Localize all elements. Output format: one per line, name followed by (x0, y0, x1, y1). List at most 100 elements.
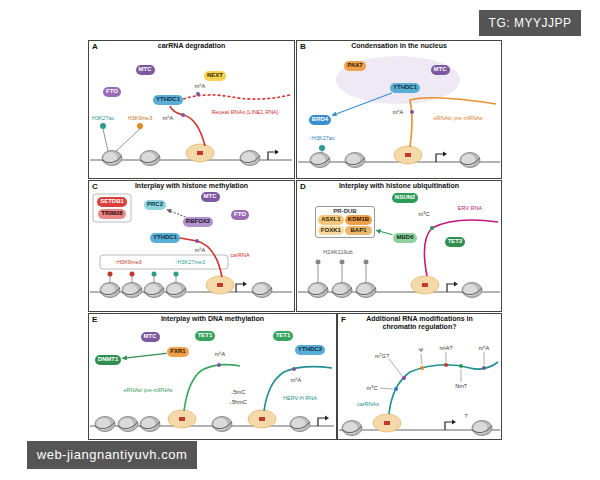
use-shape (373, 414, 401, 432)
label-anchor: m⁶A (392, 109, 405, 116)
use-shape (318, 416, 329, 427)
use-shape (168, 410, 196, 428)
use-shape (445, 420, 456, 431)
annotation-label: Repeat RNAs (LINE1 RNA) (210, 109, 279, 116)
annotation-label: m⁶A (392, 109, 405, 116)
label-anchor: m⁶A (194, 247, 207, 254)
circle-shape (316, 260, 321, 265)
use-shape (118, 417, 138, 432)
panel-frame: FAdditional RNA modifications in chromat… (337, 313, 502, 440)
circle-shape (292, 367, 296, 371)
protein-name: MTC (434, 66, 447, 73)
panel-title: Interplay with histone ubiquitination (310, 182, 498, 190)
use-shape (206, 276, 234, 294)
circle-shape (340, 260, 345, 265)
panel-f-art (339, 352, 500, 436)
panel-heading: CInterplay with histone methylation (89, 181, 294, 192)
use-shape (310, 153, 330, 168)
line-shape (116, 129, 140, 151)
annotation-label: ↑H3K27ac (308, 135, 335, 142)
line-shape (176, 276, 177, 283)
path-shape (180, 238, 222, 277)
path-shape (389, 362, 498, 414)
panel-d-art (298, 220, 500, 298)
use-shape (332, 283, 352, 298)
circle-shape (130, 272, 135, 277)
label-anchor: carRNAs (356, 401, 380, 408)
connector-arrow (122, 353, 166, 358)
watermark: web-jiangnantiyuvh.com (27, 441, 197, 469)
circle-shape (174, 272, 179, 277)
use-shape (95, 417, 115, 432)
annotation-label: ERV RNA (457, 205, 483, 212)
protein-name: MTC (204, 193, 217, 200)
annotation-label: m⁶A (162, 115, 175, 122)
circle-shape (394, 387, 398, 391)
annotation-label: m⁷G? (374, 353, 390, 360)
annotation-label: Nm? (454, 383, 468, 390)
protein-name: YTHDC1 (156, 96, 180, 103)
protein-blob: FTO (231, 210, 249, 219)
line-shape (154, 276, 155, 283)
protein-name: DNMT1 (98, 356, 119, 363)
circle-shape (152, 272, 157, 277)
annotation-label: ? (463, 413, 468, 420)
annotation-label: m⁶A (194, 83, 207, 90)
protein-name: TET2 (448, 238, 463, 245)
protein-blob: TET1 (273, 331, 294, 340)
label-anchor: TG: MYYJJPP (479, 10, 582, 36)
protein-name: NEXT (207, 72, 223, 79)
annotation-label: Ψ (418, 347, 425, 354)
circle-shape (196, 92, 200, 96)
use-shape (345, 153, 365, 168)
circle-shape (319, 145, 325, 151)
panel-title: Interplay with DNA methylation (102, 315, 333, 323)
protein-name: NSUN2 (395, 194, 415, 201)
label-anchor: Ψ (418, 347, 425, 354)
annotation-label: ↓5mC (230, 389, 246, 396)
panel-title: Condensation in the nucleus (310, 42, 498, 50)
line-shape (389, 359, 402, 376)
line-shape (461, 369, 462, 382)
panel-letter: A (92, 42, 102, 51)
rect-shape (93, 194, 131, 222)
label-anchor: ↓5hmC (228, 399, 247, 406)
annotation-label: m⁶A (290, 377, 303, 384)
protein-blob: MTC (201, 192, 220, 201)
label-anchor: m⁵C (418, 211, 431, 218)
use-shape (472, 421, 492, 436)
use-shape (122, 283, 142, 298)
subunit-box: FOXK1 (318, 226, 344, 235)
use-shape (252, 283, 272, 298)
protein-name: ASXL1 (321, 216, 341, 223)
annotation-label: m⁵C (366, 385, 379, 392)
protein-blob: YTHDC2 (295, 345, 325, 354)
label-anchor: m⁶A (214, 351, 227, 358)
subunit-grid: ASXL1KDM1BFOXK1BAP1 (318, 215, 372, 234)
complex-box: PR-DUBASXL1KDM1BFOXK1BAP1 (315, 206, 375, 238)
protein-name: YTHDC2 (298, 346, 322, 353)
protein-name: FXR1 (170, 348, 185, 355)
label-anchor: m⁶A (162, 115, 175, 122)
watermark: TG: MYYJJPP (479, 10, 582, 36)
label-anchor: H2AK119ub (322, 249, 353, 256)
use-shape (140, 417, 160, 432)
use-shape (140, 151, 160, 166)
annotation-label: ↑H3K9me3 (113, 259, 142, 266)
annotation-label: carRNAs (356, 401, 380, 408)
label-anchor: m⁶A (194, 83, 207, 90)
annotation-label: H3K27ac (91, 115, 116, 122)
annotation-label: m⁶A (478, 345, 491, 352)
use-shape (144, 283, 164, 298)
protein-name: YTHDC1 (153, 234, 177, 241)
use-shape (462, 283, 482, 298)
line-shape (421, 354, 422, 365)
panel-letter: E (92, 315, 102, 324)
protein-blob: YTHDC1 (153, 95, 183, 104)
label-anchor: m⁶A (290, 377, 303, 384)
label-anchor: H3K9me3 (127, 115, 153, 122)
connector-arrow (167, 210, 186, 217)
